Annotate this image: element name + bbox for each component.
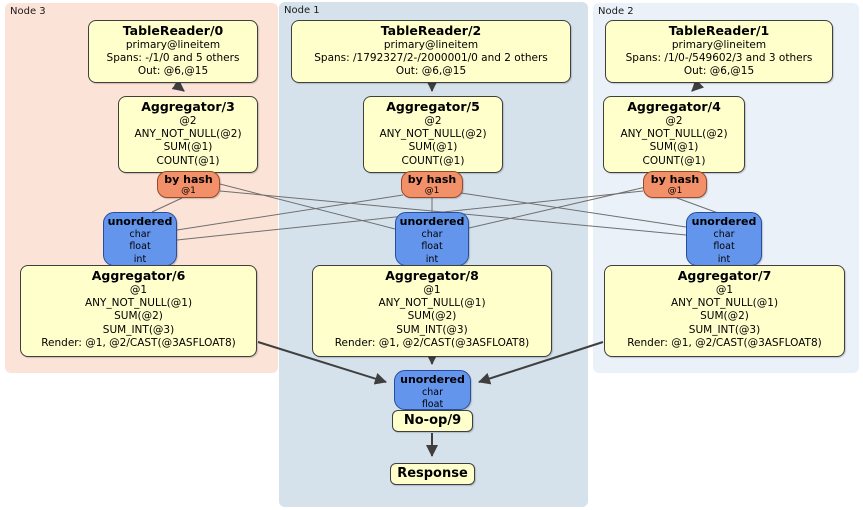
processor-title: Aggregator/4 [627, 99, 721, 114]
processor-detail: ANY_NOT_NULL(@1) [378, 297, 486, 310]
tablereader-0-box: TableReader/0 primary@lineitem Spans: -/… [88, 20, 258, 83]
processor-detail: Out: @6,@15 [395, 65, 467, 78]
processor-detail: @1 [129, 284, 148, 296]
processor-title: TableReader/1 [668, 23, 770, 38]
hash-router-5-box: by hash @1 [401, 171, 463, 198]
unordered-sync-4-box: unordered char float int [686, 212, 762, 266]
aggregator-5-box: Aggregator/5 @2 ANY_NOT_NULL(@2) SUM(@1)… [363, 96, 503, 173]
router-detail: @1 [181, 186, 196, 196]
processor-detail: ANY_NOT_NULL(@1) [84, 297, 193, 310]
processor-detail: ANY_NOT_NULL(@2) [620, 128, 728, 141]
processor-detail: @1 [423, 284, 441, 296]
processor-detail: COUNT(@1) [156, 154, 220, 167]
unordered-sync-5-box: unordered char float int [395, 212, 469, 266]
router-title: by hash [164, 173, 213, 186]
processor-detail: @1 [715, 284, 734, 296]
router-detail: @1 [424, 186, 440, 196]
node-label-2: Node 2 [598, 6, 634, 17]
aggregator-4-box: Aggregator/4 @2 ANY_NOT_NULL(@2) SUM(@1)… [603, 96, 745, 173]
processor-detail: SUM(@1) [408, 141, 458, 154]
processor-detail: SUM(@2) [407, 310, 457, 323]
final-unordered-sync-box: unordered char float [394, 370, 471, 410]
sync-detail: float [129, 241, 151, 253]
node-label-1: Node 1 [284, 5, 320, 16]
router-detail: @1 [667, 186, 683, 196]
processor-title: TableReader/2 [380, 23, 482, 38]
response-box: Response [390, 463, 475, 485]
processor-title: No-op/9 [403, 413, 462, 428]
processor-detail: Out: @6,@15 [683, 65, 755, 78]
processor-detail: primary@lineitem [383, 39, 479, 51]
processor-detail: SUM(@2) [114, 310, 163, 323]
sync-detail: int [425, 253, 439, 265]
sync-detail: float [713, 241, 735, 253]
sync-detail: float [421, 241, 443, 253]
sync-detail: float [421, 399, 444, 411]
sync-title: unordered [691, 215, 757, 228]
processor-title: Aggregator/6 [91, 268, 186, 283]
processor-detail: Render: @1, @2/CAST(@3ASFLOAT8) [627, 336, 822, 349]
processor-detail: SUM(@1) [649, 141, 699, 154]
noop-9-box: No-op/9 [392, 410, 473, 432]
processor-title: TableReader/0 [122, 23, 224, 38]
sync-title: unordered [400, 373, 465, 386]
processor-detail: COUNT(@1) [401, 154, 465, 167]
processor-detail: SUM_INT(@3) [102, 323, 175, 336]
processor-detail: SUM(@1) [163, 141, 213, 154]
processor-title: Aggregator/7 [677, 268, 772, 283]
processor-detail: ANY_NOT_NULL(@1) [670, 297, 779, 310]
processor-detail: Spans: -/1/0 and 5 others [106, 52, 240, 65]
processor-detail: ANY_NOT_NULL(@2) [379, 128, 487, 141]
processor-detail: Spans: /1792327/2-/2000001/0 and 2 other… [314, 52, 548, 65]
processor-detail: ANY_NOT_NULL(@2) [134, 128, 242, 141]
sync-detail: char [713, 229, 735, 240]
sync-detail: char [129, 229, 151, 240]
sync-detail: int [133, 253, 147, 265]
processor-detail: SUM_INT(@3) [688, 323, 761, 336]
processor-detail: primary@lineitem [125, 39, 221, 51]
processor-detail: @2 [424, 115, 442, 127]
aggregator-6-box: Aggregator/6 @1 ANY_NOT_NULL(@1) SUM(@2)… [20, 265, 257, 357]
sync-detail: char [422, 387, 443, 398]
node-label-3: Node 3 [10, 6, 46, 17]
processor-detail: Spans: /1/0-/549602/3 and 3 others [625, 52, 813, 65]
aggregator-3-box: Aggregator/3 @2 ANY_NOT_NULL(@2) SUM(@1)… [118, 96, 258, 173]
sync-detail: char [421, 229, 443, 240]
hash-router-4-box: by hash @1 [643, 171, 707, 198]
tablereader-2-box: TableReader/2 primary@lineitem Spans: /1… [291, 20, 571, 83]
router-title: by hash [407, 173, 457, 186]
router-title: by hash [650, 173, 700, 186]
processor-detail: Render: @1, @2/CAST(@3ASFLOAT8) [41, 336, 236, 349]
processor-detail: @2 [179, 115, 197, 127]
tablereader-1-box: TableReader/1 primary@lineitem Spans: /1… [605, 20, 833, 83]
processor-title: Response [397, 466, 468, 481]
unordered-sync-3-box: unordered char float int [103, 212, 177, 266]
processor-detail: Render: @1, @2/CAST(@3ASFLOAT8) [334, 336, 530, 349]
processor-detail: @2 [665, 115, 683, 127]
flow-arrow-edges [171, 78, 705, 457]
processor-title: Aggregator/8 [385, 268, 479, 283]
aggregator-8-box: Aggregator/8 @1 ANY_NOT_NULL(@1) SUM(@2)… [312, 265, 552, 357]
sync-detail: int [717, 253, 731, 265]
processor-detail: COUNT(@1) [642, 154, 706, 167]
sync-title: unordered [107, 215, 173, 228]
processor-detail: SUM(@2) [700, 310, 749, 323]
processor-detail: SUM_INT(@3) [396, 323, 468, 336]
processor-title: Aggregator/3 [141, 99, 235, 114]
processor-title: Aggregator/5 [386, 99, 480, 114]
processor-detail: primary@lineitem [671, 39, 767, 51]
hash-router-3-box: by hash @1 [157, 171, 220, 198]
aggregator-7-box: Aggregator/7 @1 ANY_NOT_NULL(@1) SUM(@2)… [604, 265, 845, 357]
processor-detail: Out: @6,@15 [137, 65, 209, 78]
sync-title: unordered [399, 215, 465, 228]
